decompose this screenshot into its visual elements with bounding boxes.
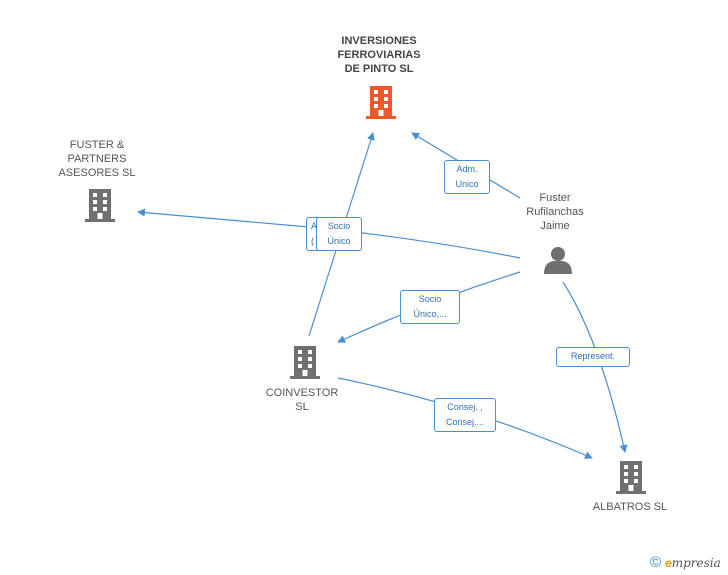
edge-label-consej[interactable]: Consej. , Consej....: [434, 398, 496, 432]
node-label-albatros[interactable]: ALBATROS SL: [592, 501, 668, 513]
edge-label-represent[interactable]: Represent.: [556, 347, 630, 367]
edge-label-socio-unico[interactable]: Socio Único: [316, 217, 362, 251]
brand-logo: empresia: [665, 555, 721, 570]
person-icon: [544, 247, 572, 274]
edge-person-to-albatros: [562, 281, 628, 453]
building-icon: [616, 461, 646, 494]
edge-label-adm-unico[interactable]: Adm. Unico: [444, 160, 490, 194]
node-label-fuster-rufilanchas[interactable]: Fuster Rufilanchas Jaime: [526, 192, 584, 232]
building-icon: [366, 86, 396, 119]
building-icon: [85, 189, 115, 222]
footer-brand: © empresia: [650, 554, 721, 571]
node-label-fuster-partners[interactable]: FUSTER & PARTNERS ASESORES SL: [58, 139, 136, 179]
node-label-inversiones-ferroviarias[interactable]: INVERSIONES FERROVIARIAS DE PINTO SL: [337, 35, 421, 75]
edge-label-socio-unico-coinvestor[interactable]: Socio Único,...: [400, 290, 460, 324]
node-label-coinvestor[interactable]: COINVESTOR SL: [265, 387, 339, 413]
building-icon: [290, 346, 320, 379]
copyright-icon: ©: [650, 554, 662, 571]
